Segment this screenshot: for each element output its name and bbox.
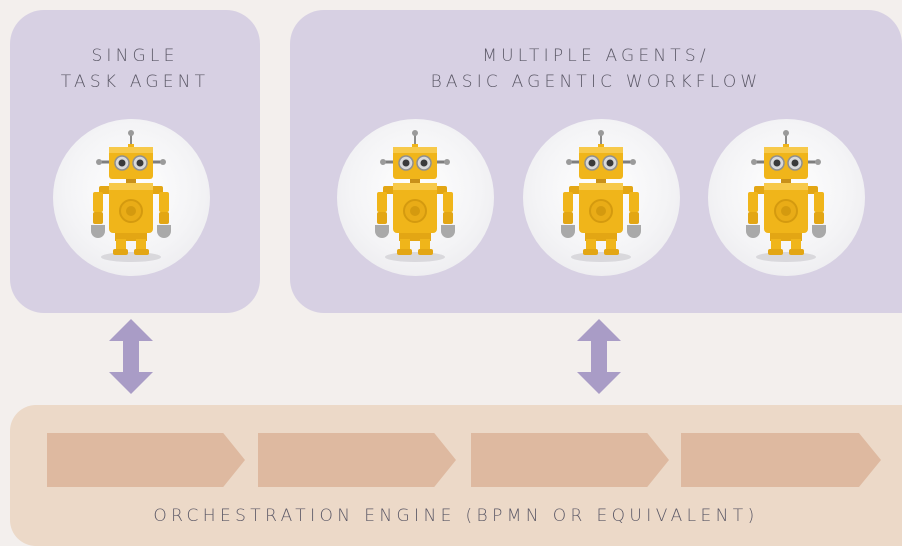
multiple-agents-title: MULTIPLE AGENTS/ BASIC AGENTIC WORKFLOW [290,43,902,95]
title-line-2: BASIC AGENTIC WORKFLOW [430,72,762,92]
chevron-step-icon [471,433,669,487]
single-task-agent-title: SINGLE TASK AGENT [10,43,260,95]
robot-icon [337,119,494,276]
robot-icon [523,119,680,276]
chevron-step-icon [681,433,881,487]
robot-icon [53,119,210,276]
double-arrow-icon [109,319,153,394]
title-line-2: TASK AGENT [60,72,210,92]
title-line-1: SINGLE [91,46,179,66]
robot-icon [708,119,865,276]
chevron-step-icon [258,433,456,487]
title-line-1: MULTIPLE AGENTS/ [482,46,710,66]
orchestration-engine-label: ORCHESTRATION ENGINE (BPMN OR EQUIVALENT… [153,506,759,526]
double-arrow-icon [577,319,621,394]
chevron-step-icon [47,433,245,487]
